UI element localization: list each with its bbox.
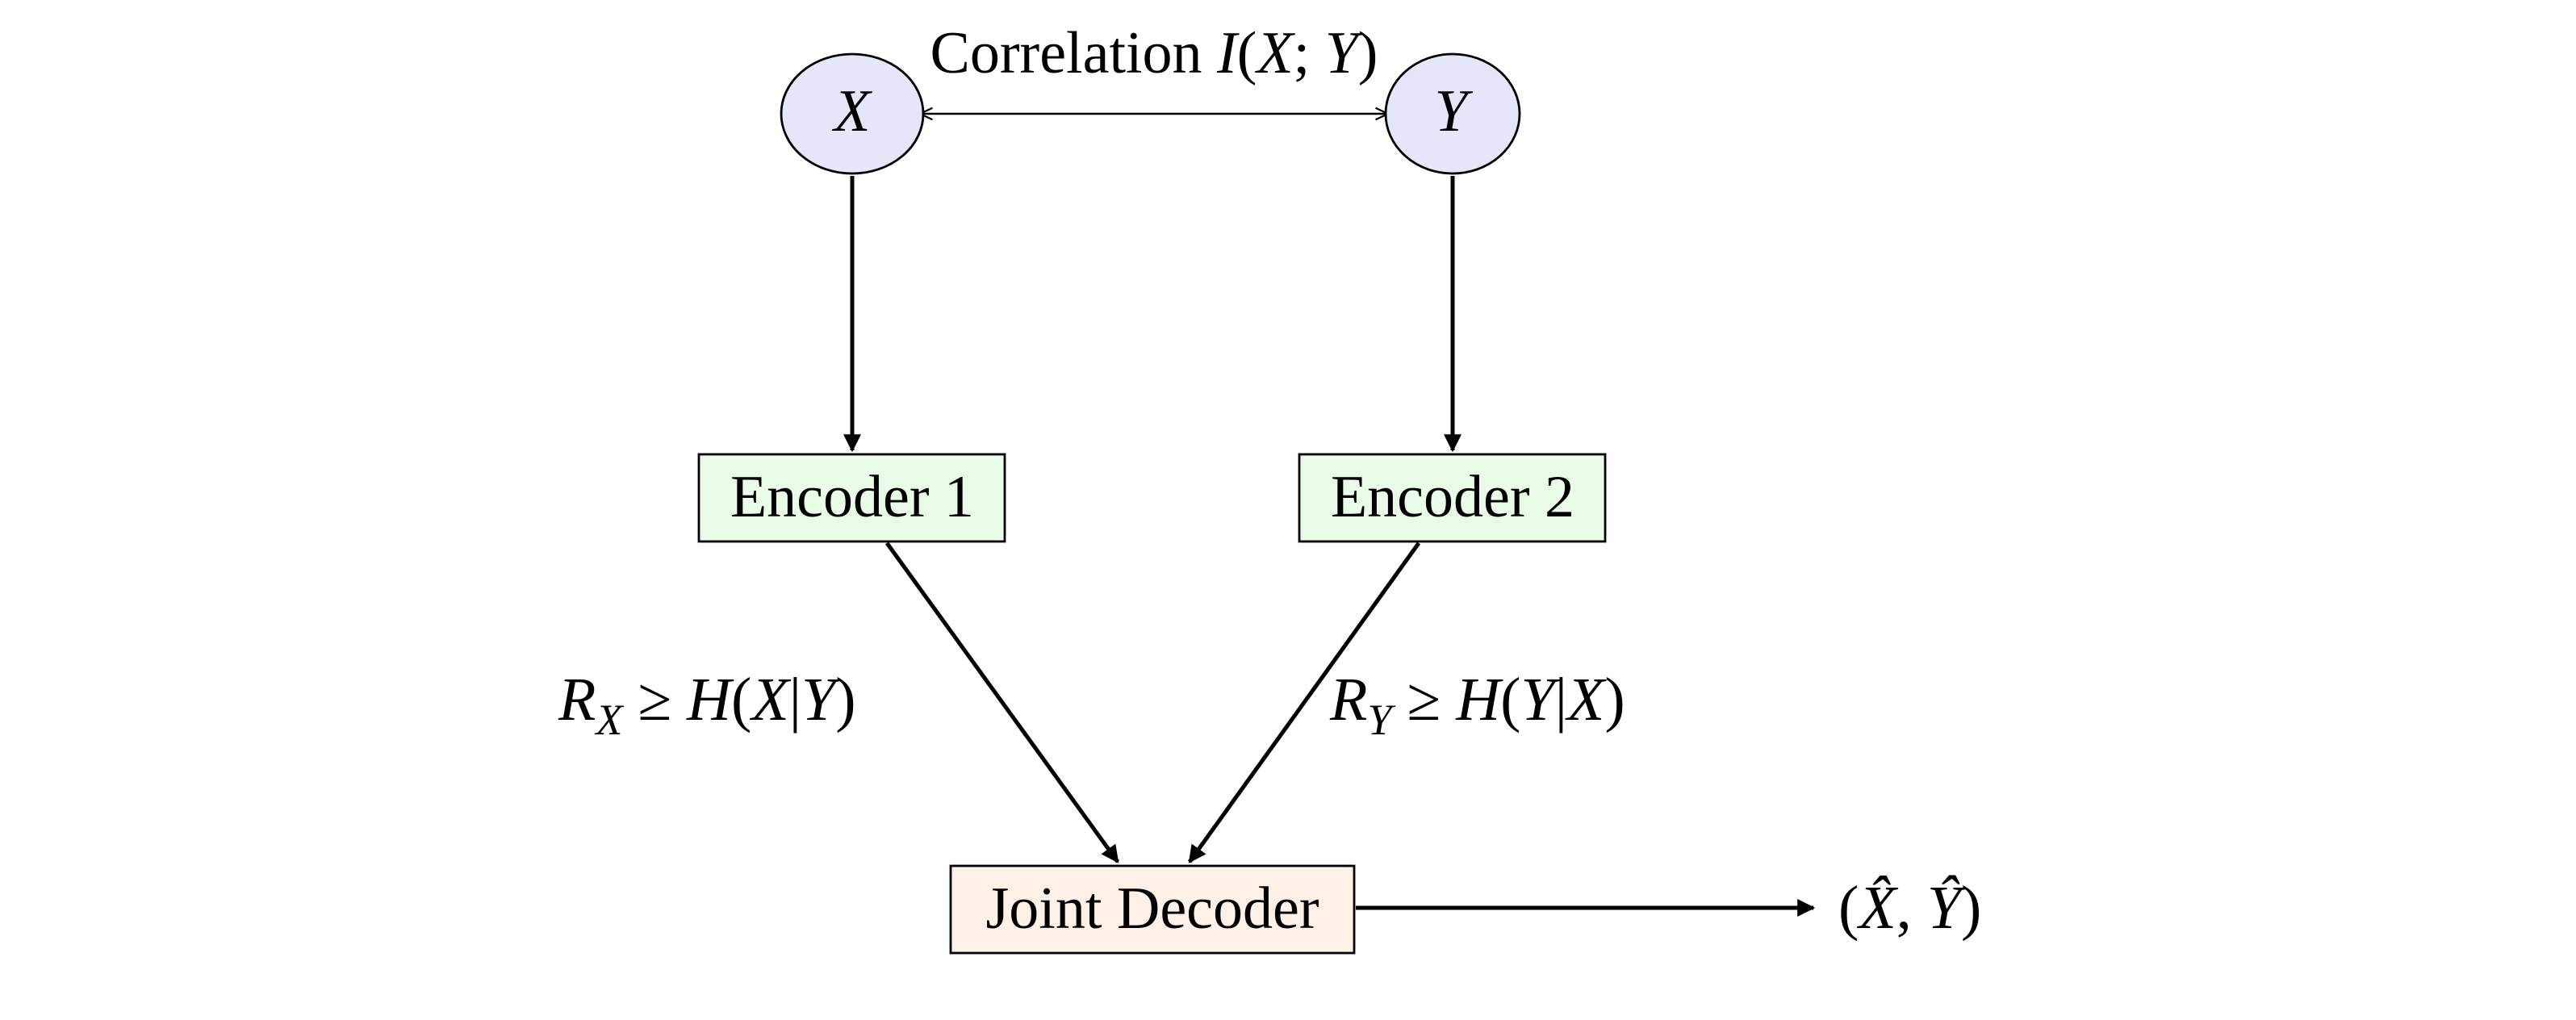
encoder-2-node: Encoder 2 <box>1298 453 1607 543</box>
source-x-ellipse <box>780 52 925 175</box>
encoder-1-label: Encoder 1 <box>730 464 974 530</box>
source-x-label: X <box>831 78 872 144</box>
joint-decoder-node: Joint Decoder <box>949 864 1356 955</box>
arrow-encoder-2-to-decoder <box>1187 541 1421 863</box>
rate-x-constraint: RX ≥ H(X|Y) <box>558 666 856 744</box>
source-x-node: X <box>780 52 925 175</box>
encoder-2-box <box>1298 453 1607 543</box>
source-y-ellipse <box>1384 52 1521 175</box>
joint-decoder-label: Joint Decoder <box>985 876 1319 942</box>
output-estimates-label: (X̂, Ŷ) <box>1838 874 1981 942</box>
rate-y-constraint: RY ≥ H(Y|X) <box>1329 666 1625 744</box>
source-y-label: Y <box>1434 78 1473 144</box>
correlation-label: Correlation I(X; Y) <box>930 20 1378 86</box>
encoder-2-label: Encoder 2 <box>1331 464 1574 530</box>
joint-decoder-box <box>949 864 1356 955</box>
source-y-node: Y <box>1384 52 1521 175</box>
arrow-encoder-1-to-decoder <box>884 541 1120 863</box>
encoder-1-box <box>697 453 1006 543</box>
encoder-1-node: Encoder 1 <box>697 453 1006 543</box>
